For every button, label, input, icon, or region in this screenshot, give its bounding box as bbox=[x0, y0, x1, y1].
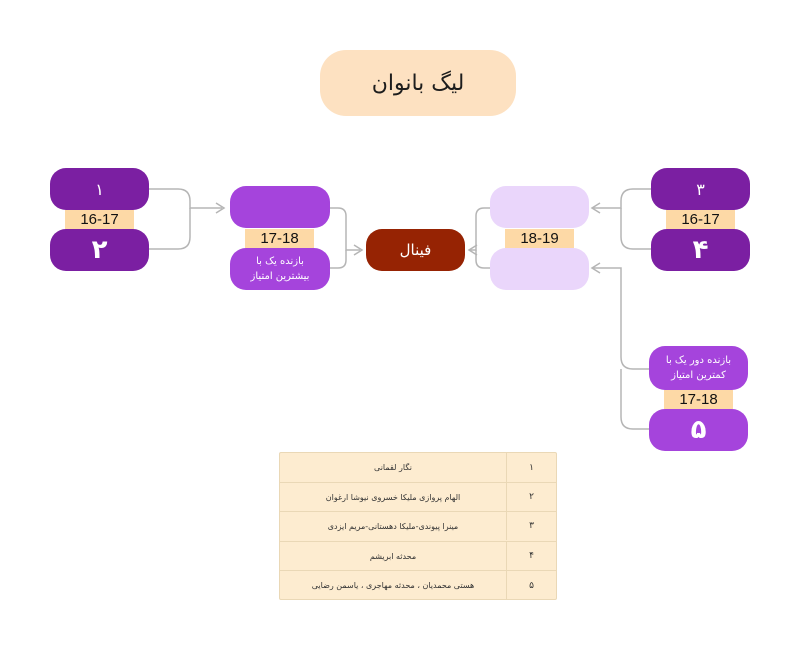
seed-1-box: ۱ bbox=[50, 168, 149, 210]
left-semi-year-band: 17-18 bbox=[245, 229, 314, 248]
table-row: هستی محمدیان ، محدثه مهاجری ، یاسمن رضای… bbox=[280, 570, 556, 600]
right-semi-top-box bbox=[490, 186, 589, 228]
right-semi-year-band: 18-19 bbox=[505, 229, 574, 248]
left-semi-top-box bbox=[230, 186, 330, 228]
team-name: الهام پروازی ملیکا خسروی نیوشا ارغوان bbox=[280, 483, 507, 511]
final-box: فینال bbox=[366, 229, 465, 271]
table-row: نگار لقمانی ۱ bbox=[280, 453, 556, 482]
seed-3-box: ۳ bbox=[651, 168, 750, 210]
team-name: محدثه ابریشم bbox=[280, 542, 507, 570]
team-number: ۵ bbox=[529, 580, 534, 591]
seed-4-box: ۴ bbox=[651, 229, 750, 271]
team-number: ۳ bbox=[529, 521, 534, 531]
left-semi-note-box: بازنده یک با بیشترین امتیاز bbox=[230, 248, 330, 290]
table-row: الهام پروازی ملیکا خسروی نیوشا ارغوان ۲ bbox=[280, 482, 556, 511]
seed-5-box: ۵ bbox=[649, 409, 748, 451]
right-semi-bottom-box bbox=[490, 248, 589, 290]
team-name: مینرا پیوندی-ملیکا دهستانی-مریم ایزدی bbox=[280, 512, 507, 540]
right-group-year-band: 16-17 bbox=[666, 210, 735, 229]
right-lower-note-box: بازنده دور یک با کمترین امتیاز bbox=[649, 346, 748, 390]
left-group-year-band: 16-17 bbox=[65, 210, 134, 229]
team-number: ۱ bbox=[529, 462, 534, 473]
table-row: مینرا پیوندی-ملیکا دهستانی-مریم ایزدی ۳ bbox=[280, 511, 556, 540]
team-name: هستی محمدیان ، محدثه مهاجری ، یاسمن رضای… bbox=[280, 571, 507, 600]
team-number: ۲ bbox=[529, 492, 534, 502]
team-number: ۴ bbox=[529, 551, 534, 561]
right-lower-year-band: 17-18 bbox=[664, 390, 733, 409]
team-name: نگار لقمانی bbox=[280, 453, 507, 482]
page-title: لیگ بانوان bbox=[320, 50, 516, 116]
table-row: محدثه ابریشم ۴ bbox=[280, 541, 556, 570]
teams-table: نگار لقمانی ۱ الهام پروازی ملیکا خسروی ن… bbox=[279, 452, 557, 600]
seed-2-box: ۲ bbox=[50, 229, 149, 271]
